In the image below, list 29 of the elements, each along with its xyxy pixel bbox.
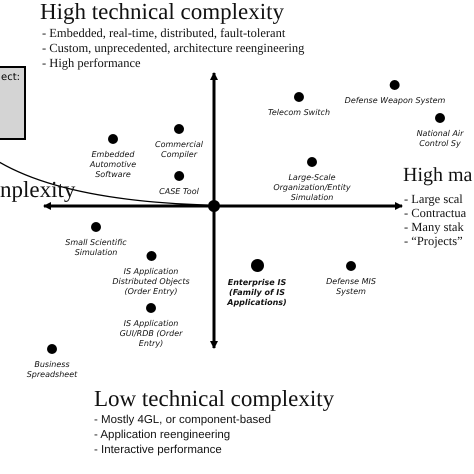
point-label: Telecom Switch (268, 108, 330, 118)
point-label: Embedded Automotive Software (88, 150, 138, 180)
point-label: National Air Control Sy (416, 129, 465, 149)
point-label: Commercial Compiler (154, 140, 204, 160)
point-label: Enterprise IS (Family of IS Applications) (226, 278, 288, 308)
point-label: Large-Scale Organization/Entity Simulation (272, 173, 352, 203)
bullet-text: - Contractua (404, 207, 466, 220)
point-label: IS Application Distributed Objects (Order Entry) (111, 267, 191, 297)
bullet-text: - Embedded, real-time, distributed, fault-tolerant (42, 27, 286, 40)
bullet-text: - Mostly 4GL, or component-based (94, 415, 272, 426)
point-label: IS Application GUI/RDB (Order Entry) (118, 319, 184, 349)
origin-dot (208, 200, 220, 212)
bullet-text: - Application reengineering (94, 430, 230, 442)
callout-box: ect: (0, 66, 26, 140)
bullet-text: - Many stak (404, 221, 464, 234)
point-label: Defense Weapon System (344, 96, 446, 106)
heading: High technical complexity (40, 0, 284, 23)
bullet-text: - Custom, unprecedented, architecture reengineering (42, 42, 304, 54)
bullet-text: - High performance (42, 57, 141, 70)
point-label: Small Scientific Simulation (64, 238, 128, 258)
heading: Low technical complexity (94, 387, 334, 410)
heading: nplexity (0, 178, 76, 201)
heading: High ma (403, 165, 472, 185)
point-label: Business Spreadsheet (26, 360, 78, 380)
bullet-text: - “Projects” (404, 235, 463, 248)
point-label: Defense MIS System (325, 277, 377, 297)
point-label: CASE Tool (159, 187, 199, 197)
bullet-text: - Large scal (404, 193, 463, 206)
bullet-text: - Interactive performance (94, 445, 222, 456)
